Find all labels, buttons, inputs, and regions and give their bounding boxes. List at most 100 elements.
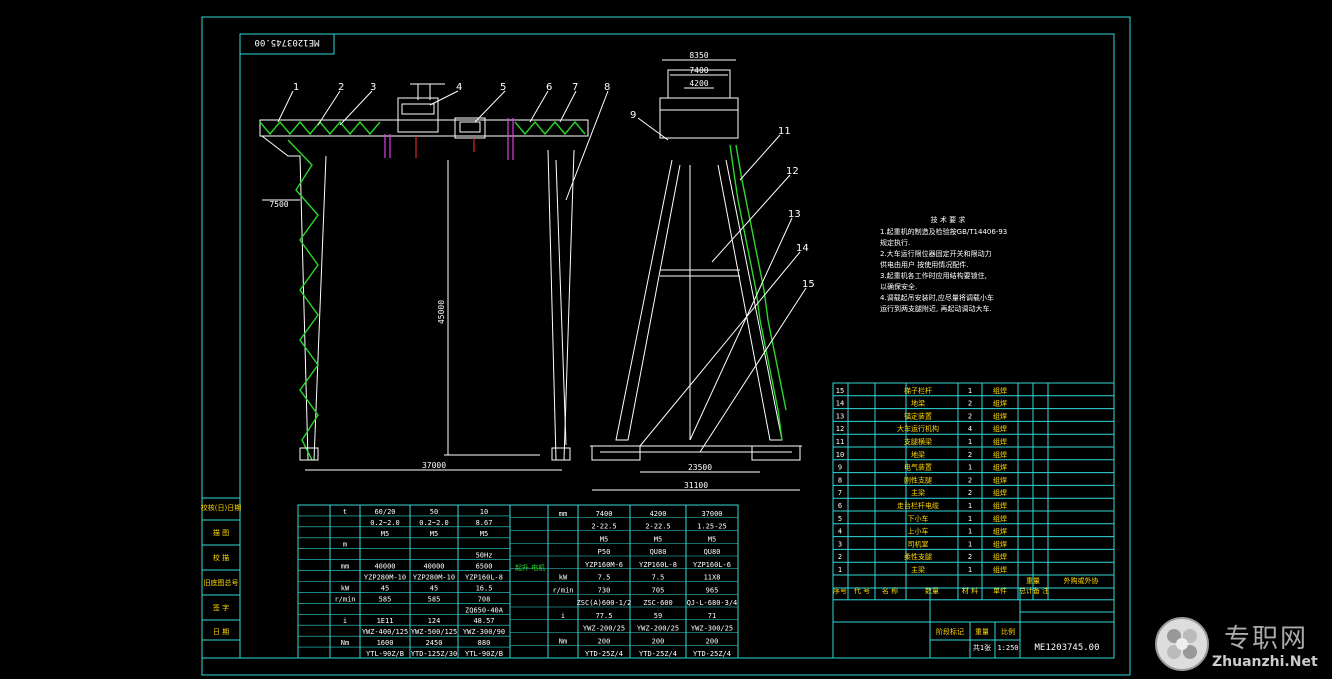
param-left-cell-0-2: 50 (430, 508, 438, 516)
tech-heading: 技 术 要 求 (931, 215, 966, 224)
param-left-cell-10-2: 124 (428, 617, 441, 625)
part-label-1: 1 (293, 82, 299, 93)
bom-row-13-name: 柔性支腿 (904, 552, 932, 561)
param-right-cell-0-1: 7400 (596, 510, 613, 518)
param-left-cell-3-0: m (343, 541, 347, 549)
dim-span: 37000 (422, 461, 446, 470)
param-right-cell-11-1: YTD-25Z/4 (585, 650, 623, 658)
param-left-cell-5-1: 40000 (374, 563, 395, 571)
title-block (832, 587, 1115, 659)
bom-row-11-name: 上小车 (908, 527, 929, 536)
param-right-cell-8-3: 71 (708, 612, 716, 620)
dim-height: 45000 (437, 300, 446, 324)
bom-row-14-name: 主梁 (911, 565, 925, 574)
tech-line-4: 3.起重机各工作时应用结构要锁住, (880, 271, 987, 280)
param-right-cell-8-1: 77.5 (596, 612, 613, 620)
callout-lines-side (637, 117, 807, 453)
param-left-cell-7-0: kW (341, 584, 350, 592)
bom-row-10-mat: 组焊 (993, 514, 1007, 523)
bom-header-0: 序号 (833, 586, 847, 595)
part-label-11: 11 (778, 126, 791, 137)
drawing-number: ME1203745.00 (254, 37, 319, 47)
side-label-5: 日 期 (213, 628, 229, 636)
tech-line-5: 以确保安全. (880, 282, 917, 291)
bom-row-12-name: 司机室 (908, 539, 929, 548)
param-right-cell-2-3: M5 (708, 535, 716, 543)
param-right-cell-4-3: YZP160L-6 (693, 561, 731, 569)
param-left-cell-0-3: 10 (480, 508, 488, 516)
param-right-cell-5-1: 7.5 (598, 574, 611, 582)
param-right-cell-10-0: Nm (559, 637, 567, 645)
bom-extra-header: 外购或外协 (1064, 576, 1099, 585)
bom-row-11-qty: 1 (968, 528, 972, 536)
param-left-cell-7-2: 45 (430, 584, 438, 592)
param-right-cell-8-0: i (561, 612, 565, 620)
callout-lines-front (277, 90, 609, 201)
dim-top-a: 8350 (689, 51, 708, 60)
title-ratio-label: 比例 (1001, 627, 1015, 636)
bom-row-9-qty: 1 (968, 502, 972, 510)
param-right-cell-5-3: 11X8 (704, 574, 721, 582)
param-right-cell-6-0: r/min (552, 586, 573, 594)
bom-row-14-qty: 1 (968, 566, 972, 574)
param-right-cell-3-3: QU80 (704, 548, 721, 556)
side-label-2: 校 描 (213, 553, 229, 562)
dim-top-c: 4200 (689, 79, 708, 88)
bom-row-8-no: 7 (838, 489, 842, 497)
param-right-cell-4-2: YZP160L-8 (639, 561, 677, 569)
tech-line-7: 运行到两支腿附近, 再起动调动大车. (880, 304, 992, 313)
param-right-cell-10-3: 200 (706, 637, 719, 645)
param-right-cell-1-2: 2-22.5 (645, 523, 670, 531)
param-right-cell-10-2: 200 (652, 637, 665, 645)
part-label-3: 3 (370, 82, 376, 93)
param-right-cell-10-1: 200 (598, 637, 611, 645)
title-sheet: 共1张 (973, 643, 991, 652)
tech-line-3: 供电由用户 按使用情况配件. (880, 260, 968, 269)
bom-row-6-mat: 组焊 (993, 463, 1007, 472)
bom-row-11-mat: 组焊 (993, 527, 1007, 536)
param-right-cell-11-2: YTD-25Z/4 (639, 650, 677, 658)
title-stage-label: 阶段标记 (936, 627, 964, 636)
bom-header-7: 备 注 (1033, 586, 1049, 595)
bom-row-2-qty: 2 (968, 412, 972, 420)
bom-row-9-name: 走台栏杆电缆 (897, 501, 939, 510)
param-left-cell-9-3: ZQ650-40A (465, 606, 504, 614)
part-label-9: 9 (630, 110, 636, 121)
param-right-cell-4-1: YZP160M-6 (585, 561, 623, 569)
param-left-cell-11-3: YWZ-300/90 (463, 628, 505, 636)
param-right-cell-6-3: 965 (706, 586, 719, 594)
param-right-cell-0-0: mm (559, 510, 567, 518)
param-right-cell-5-0: kW (559, 574, 568, 582)
param-left-cell-2-1: M5 (381, 530, 389, 538)
title-weight-label: 重量 (975, 628, 989, 636)
bom-row-0-qty: 1 (968, 387, 972, 395)
param-left-cell-7-1: 45 (381, 584, 389, 592)
param-right-cell-3-1: P50 (598, 548, 611, 556)
param-right-cell-7-2: ZSC-600 (643, 599, 673, 607)
bom-row-0-no: 15 (836, 387, 844, 395)
param-right-cell-8-2: 59 (654, 612, 662, 620)
bom-row-12-mat: 组焊 (993, 539, 1007, 548)
param-left-cell-5-3: 6500 (476, 563, 493, 571)
bom-header-6: 总计 (1019, 586, 1033, 595)
part-label-6: 6 (546, 82, 552, 93)
param-right-cell-1-3: 1.25-25 (697, 523, 727, 531)
bom-row-9-no: 6 (838, 502, 842, 510)
param-right-cell-9-2: YWZ-200/25 (637, 625, 679, 633)
side-label-column (201, 497, 241, 659)
watermark: 专职网 Zhuanzhi.Net (1152, 614, 1328, 676)
param-left-cell-12-1: 1600 (377, 639, 394, 647)
param-right-cell-11-3: YTD-25Z/4 (693, 650, 731, 658)
param-left-cell-1-2: 0.2~2.0 (419, 519, 449, 527)
bom-row-5-no: 10 (836, 451, 844, 459)
param-left-cell-2-3: M5 (480, 530, 488, 538)
watermark-title: 专职网 (1224, 624, 1309, 654)
tech-line-6: 4.调载起吊安装时,应尽量将调载小车 (880, 293, 994, 302)
dim-base-outer: 31100 (684, 481, 708, 490)
param-left-cell-8-0: r/min (334, 595, 355, 603)
bom-row-13-no: 2 (838, 553, 842, 561)
bom-row-3-qty: 4 (968, 425, 972, 433)
param-right-cell-6-2: 705 (652, 586, 665, 594)
